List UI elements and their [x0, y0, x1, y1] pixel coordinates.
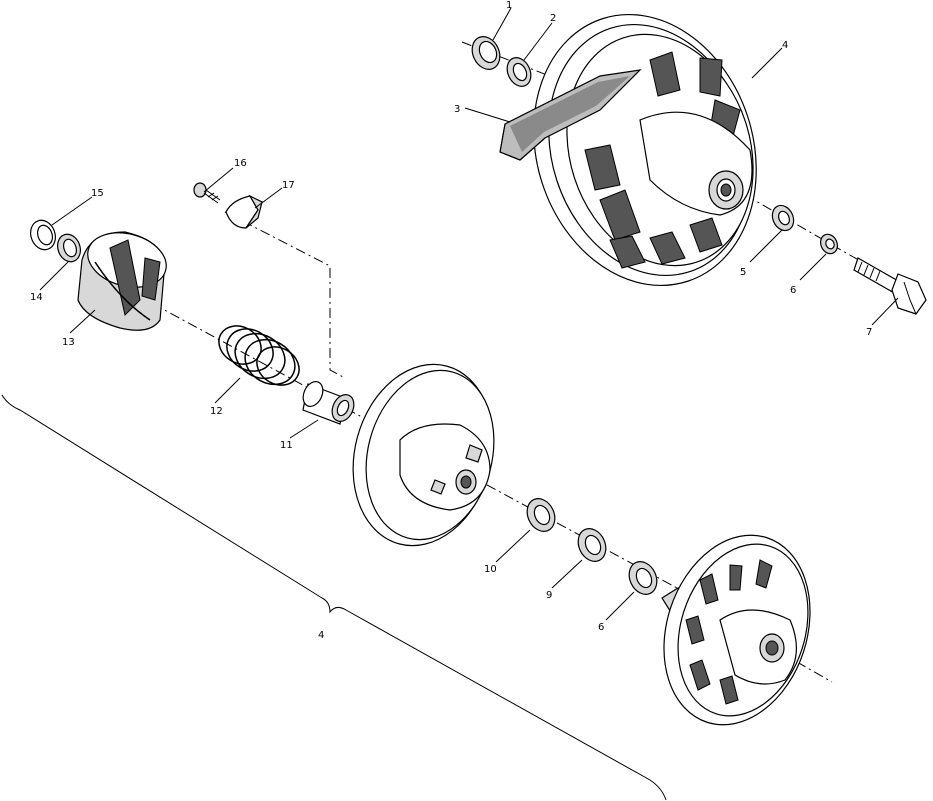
- part-15-snap-ring: [30, 219, 56, 251]
- part-16-screw: [193, 182, 221, 204]
- part-10-washer: [526, 498, 556, 532]
- callout-16: 16: [234, 158, 247, 169]
- callout-13: 13: [62, 337, 75, 348]
- moveable-sheave: [352, 363, 495, 547]
- assembly-bracket: [1, 394, 667, 801]
- callout-12: 12: [210, 406, 223, 417]
- callout-17: 17: [282, 180, 295, 191]
- callout-2: 2: [550, 13, 556, 24]
- callout-10: 10: [484, 564, 497, 575]
- part-5-washer: [771, 204, 795, 232]
- part-4-driven-sheave: [533, 13, 757, 287]
- part-1-bushing: [471, 36, 501, 70]
- part-11-sleeve: [302, 381, 355, 425]
- part-17-button: [225, 194, 263, 229]
- part-13-helix-cam: [77, 231, 167, 331]
- part-3-belt: [499, 69, 642, 161]
- part-9-washer: [577, 528, 607, 562]
- callout-1: 1: [506, 0, 512, 11]
- callout-7: 7: [866, 327, 872, 338]
- part-2-washer: [506, 57, 532, 87]
- callout-6-bottom: 6: [598, 622, 604, 633]
- callout-15: 15: [91, 188, 104, 199]
- part-6-washer-bottom: [628, 561, 658, 595]
- fixed-sheave: [661, 534, 811, 726]
- part-6-lock-washer-top: [820, 233, 838, 255]
- callout-4-bracket: 4: [318, 630, 324, 641]
- callout-14: 14: [30, 292, 43, 303]
- part-12-spring: [218, 325, 300, 386]
- leader-lines: [39, 7, 899, 621]
- callout-9: 9: [546, 590, 552, 601]
- callout-11: 11: [280, 440, 293, 451]
- callout-6-top: 6: [790, 285, 796, 296]
- callout-3: 3: [454, 104, 460, 115]
- callout-5: 5: [740, 267, 746, 278]
- callout-4-top: 4: [782, 40, 788, 51]
- top-axis-centerline: [461, 41, 561, 81]
- part-7-bolt: [853, 257, 927, 315]
- part-14-washer: [57, 233, 81, 263]
